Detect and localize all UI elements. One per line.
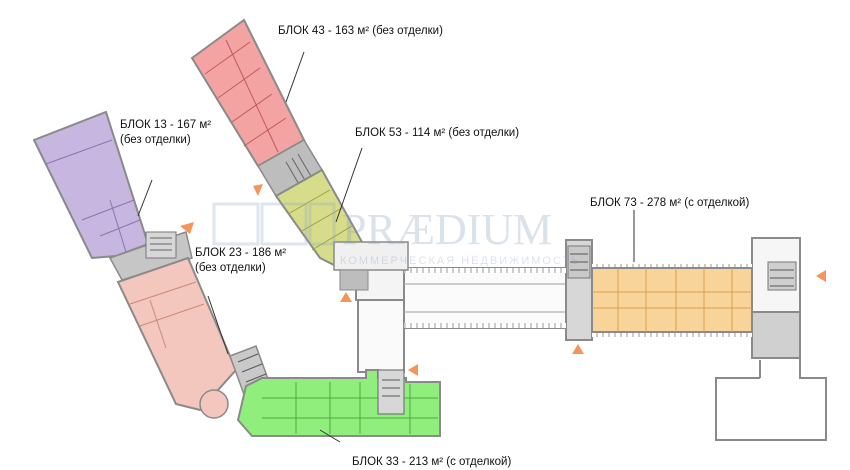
watermark-brand: PRÆDIUM	[342, 205, 552, 254]
block-23-label: БЛОК 23 - 186 м²	[195, 247, 286, 259]
arrow-icon	[816, 270, 826, 282]
stair-icon	[150, 237, 172, 251]
stair-icon	[382, 379, 400, 397]
block-23-sublabel: (без отделки)	[195, 262, 266, 274]
arrow-icon	[572, 344, 584, 354]
block-13-label: БЛОК 13 - 167 м²	[120, 119, 211, 131]
leader-lines	[137, 51, 635, 443]
watermark: PRÆDIUM КОММЕРЧЕСКАЯ НЕДВИЖИМОСТЬ	[212, 202, 580, 267]
window-strip	[592, 332, 752, 337]
stair-core	[333, 241, 409, 271]
block-73-label: БЛОК 73 - 278 м² (с отделкой)	[590, 197, 749, 209]
window-strip	[592, 264, 752, 269]
stair-icon	[770, 269, 794, 287]
block-33-area[interactable]	[236, 369, 441, 437]
block-13-sublabel: (без отделки)	[120, 134, 191, 146]
block-23-area[interactable]	[116, 256, 238, 419]
block-43-label: БЛОК 43 - 163 м² (без отделки)	[278, 25, 443, 37]
stair-core	[377, 369, 405, 415]
stair-icon	[570, 253, 588, 271]
block-53-label: БЛОК 53 - 114 м² (без отделки)	[355, 127, 519, 139]
block-73-area[interactable]	[591, 267, 753, 333]
arrow-icon	[408, 364, 418, 376]
arrow-icon	[253, 184, 263, 196]
stair-core	[767, 261, 797, 291]
watermark-tagline: КОММЕРЧЕСКАЯ НЕДВИЖИМОСТЬ	[340, 255, 580, 267]
arrow-icon	[340, 292, 352, 302]
stair-icon	[285, 153, 313, 187]
stair-core	[145, 231, 177, 259]
window-strip	[404, 323, 566, 328]
entrance-arrows	[180, 184, 826, 376]
block-33-label: БЛОК 33 - 213 м² (с отделкой)	[352, 456, 511, 468]
stair-core	[339, 269, 369, 291]
window-strip	[404, 268, 566, 273]
block-43-area[interactable]	[190, 18, 306, 168]
arrow-icon	[180, 222, 194, 234]
stair-icon	[237, 353, 267, 383]
